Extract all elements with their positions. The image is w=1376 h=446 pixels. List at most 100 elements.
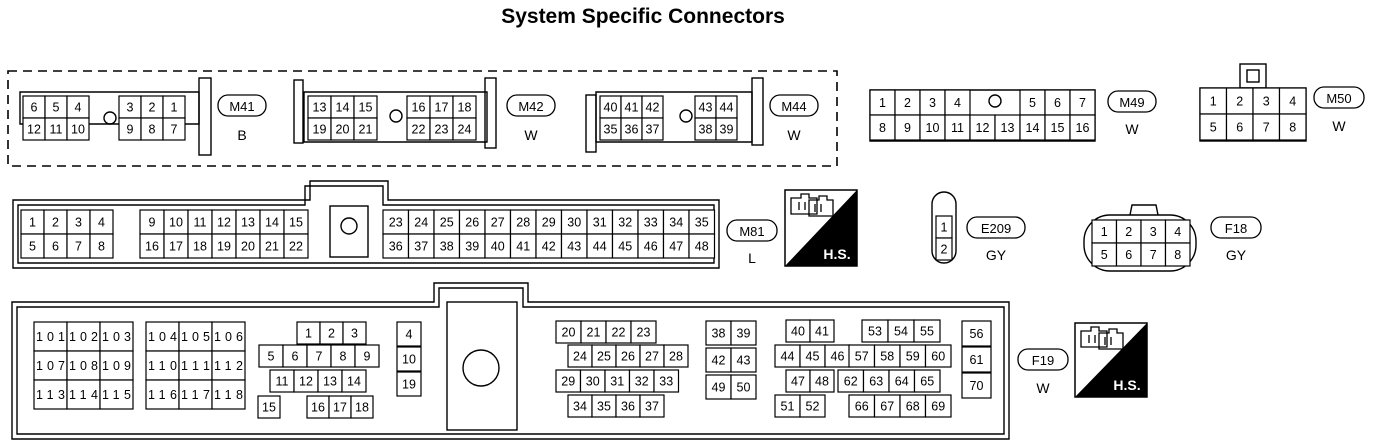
harness-side-connector-icon: H.S. <box>1074 322 1148 398</box>
pin-cell: 37 <box>639 394 665 418</box>
pin-cell: 3 <box>118 95 142 119</box>
pin-cell: 14 <box>259 209 285 235</box>
pin-cell: 9 <box>139 209 165 235</box>
pin-cell: 9 <box>894 114 921 141</box>
pin-number: 52 <box>806 400 820 414</box>
pin-number: 48 <box>815 375 829 389</box>
pin-number: 16 <box>412 101 426 115</box>
pin-number: 20 <box>241 240 255 254</box>
pin-number: 115 <box>102 388 131 402</box>
pin-cell: 41 <box>809 319 835 343</box>
pin-cell: 28 <box>509 209 537 235</box>
m42-key <box>389 109 403 123</box>
pin-cell: 40 <box>484 233 512 259</box>
pin-cell: 32 <box>628 369 655 393</box>
pin-cell: 37 <box>641 117 664 141</box>
pin-number: 65 <box>920 375 934 389</box>
pin-number: 12 <box>217 216 231 230</box>
pin-number: 1 <box>941 221 948 235</box>
pin-cell: 39 <box>715 117 738 141</box>
pin-number: 108 <box>69 359 98 373</box>
pin-cell: 43 <box>694 95 717 119</box>
pin-cell: 39 <box>730 320 757 346</box>
pin-cell: 1 <box>296 321 321 345</box>
f19-body <box>11 282 1010 440</box>
pin-cell: 3 <box>1252 87 1281 115</box>
pin-number: 112 <box>214 359 243 373</box>
pin-number: 24 <box>414 216 428 230</box>
pin-number: 18 <box>355 401 369 415</box>
pin-cell: 6 <box>1225 113 1254 141</box>
pin-cell: 59 <box>899 344 927 368</box>
pin-number: 26 <box>621 350 635 364</box>
pin-cell: 114 <box>66 379 101 410</box>
pin-cell: 48 <box>809 369 835 393</box>
pin-number: 49 <box>712 381 726 395</box>
pin-number: 7 <box>1079 96 1086 110</box>
pin-cell: 47 <box>785 369 811 393</box>
pin-number: 3 <box>929 96 936 110</box>
pin-cell: 5 <box>44 95 68 119</box>
pin-cell: 35 <box>599 117 622 141</box>
pin-cell: 118 <box>211 379 246 410</box>
pin-number: 31 <box>593 216 607 230</box>
pin-number: 16 <box>145 240 159 254</box>
pin-cell: 1 <box>1091 219 1118 244</box>
pin-cell: 105 <box>178 321 213 352</box>
pin-cell: 42 <box>705 347 732 373</box>
tag-m41-label: M41 <box>229 99 254 114</box>
pin-number: 8 <box>149 123 156 137</box>
pin-cell: 19 <box>211 233 237 259</box>
pin-number: 2 <box>904 96 911 110</box>
pin-number: 5 <box>1029 96 1036 110</box>
pin-cell: 4 <box>1278 87 1307 115</box>
pin-cell: 41 <box>620 95 643 119</box>
pin-cell: 4 <box>66 95 90 119</box>
pin-number: 7 <box>171 123 178 137</box>
pin-cell: 102 <box>66 321 101 352</box>
pin-number: 116 <box>148 388 177 402</box>
pin-cell: 42 <box>535 233 563 259</box>
m81-center-hole <box>340 217 358 235</box>
pin-cell: 26 <box>615 344 641 368</box>
pin-cell: 38 <box>694 117 717 141</box>
tag-f18-color: GY <box>1226 247 1247 263</box>
pin-number: 109 <box>102 359 131 373</box>
pin-number: 51 <box>781 400 795 414</box>
pin-cell: 4 <box>396 321 422 347</box>
pin-number: 113 <box>36 388 65 402</box>
m42-left-lock <box>293 79 304 144</box>
pin-number: 21 <box>587 326 601 340</box>
f18-latch <box>1129 204 1159 216</box>
pin-number: 59 <box>906 350 920 364</box>
pin-number: 11 <box>194 216 207 230</box>
pin-cell: 58 <box>873 344 901 368</box>
pin-number: 12 <box>299 375 313 389</box>
pin-number: 11 <box>276 375 289 389</box>
pin-number: 37 <box>414 240 428 254</box>
pin-cell: 9 <box>118 117 142 141</box>
pin-number: 31 <box>610 375 624 389</box>
m41-lock <box>198 77 212 156</box>
pin-number: 58 <box>880 350 894 364</box>
pin-number: 43 <box>737 354 751 368</box>
tag-e209-color: GY <box>986 247 1007 263</box>
pin-cell: 101 <box>33 321 68 352</box>
tag-f19: F19 W <box>1017 348 1069 396</box>
pin-number: 2 <box>149 101 156 115</box>
pin-number: 4 <box>406 328 413 342</box>
pin-number: 18 <box>193 240 207 254</box>
pin-number: 39 <box>465 240 479 254</box>
pin-number: 8 <box>879 121 886 135</box>
pin-cell: 43 <box>560 233 588 259</box>
pin-number: 3 <box>75 216 82 230</box>
pin-number: 32 <box>635 375 649 389</box>
pin-cell: 109 <box>99 350 134 381</box>
pin-cell: 43 <box>730 347 757 373</box>
pin-cell: 8 <box>89 233 114 259</box>
pin-cell: 3 <box>919 89 946 116</box>
pin-cell: 8 <box>330 344 356 368</box>
pin-number: 6 <box>31 101 38 115</box>
